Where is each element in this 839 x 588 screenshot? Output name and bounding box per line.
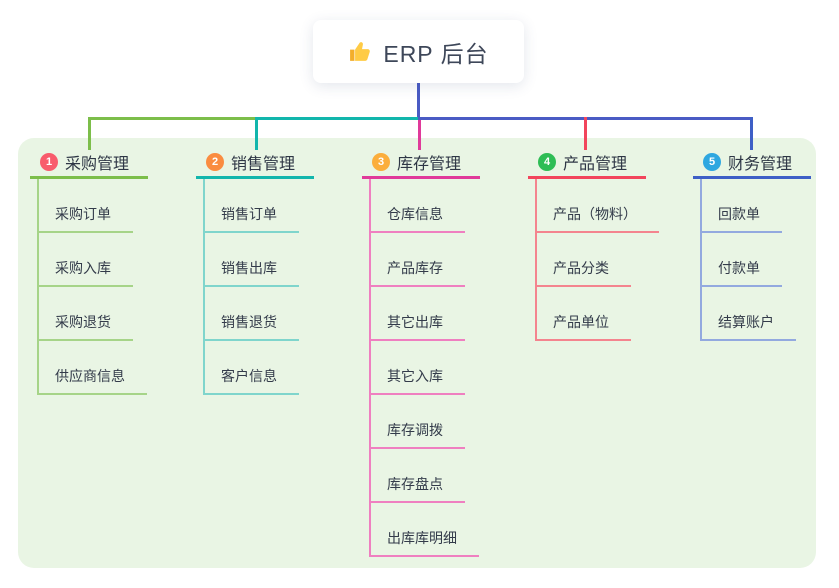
branch-header-5[interactable]: 5 财务管理 xyxy=(693,148,811,179)
branch-item[interactable]: 产品库存 xyxy=(369,233,465,287)
branch-item[interactable]: 销售出库 xyxy=(203,233,299,287)
branch-header-4[interactable]: 4 产品管理 xyxy=(528,148,646,179)
branch-item[interactable]: 产品（物料） xyxy=(535,179,659,233)
branches-panel xyxy=(18,138,816,568)
branch-header-1[interactable]: 1 采购管理 xyxy=(30,148,148,179)
branch-item[interactable]: 供应商信息 xyxy=(37,341,147,395)
branch-item[interactable]: 采购入库 xyxy=(37,233,133,287)
branch-column-line xyxy=(535,179,537,341)
branch-label: 销售管理 xyxy=(231,156,296,173)
branch-item[interactable]: 销售退货 xyxy=(203,287,299,341)
branch-column-1: 采购订单采购入库采购退货供应商信息 xyxy=(37,179,147,395)
root-title: ERP 后台 xyxy=(383,40,489,67)
branch-item[interactable]: 仓库信息 xyxy=(369,179,465,233)
branch-label: 采购管理 xyxy=(65,156,130,173)
branch-number-badge: 2 xyxy=(206,153,224,171)
branch-item[interactable]: 客户信息 xyxy=(203,341,299,395)
branch-number-badge: 1 xyxy=(40,153,58,171)
branch-column-2: 销售订单销售出库销售退货客户信息 xyxy=(203,179,299,395)
branch-header-2[interactable]: 2 销售管理 xyxy=(196,148,314,179)
branch-header-3[interactable]: 3 库存管理 xyxy=(362,148,480,179)
branch-number-badge: 4 xyxy=(538,153,556,171)
branch-column-line xyxy=(700,179,702,341)
branch-label: 产品管理 xyxy=(563,156,628,173)
branch-column-line xyxy=(369,179,371,557)
connector-spine-segment xyxy=(88,117,256,120)
branch-item[interactable]: 回款单 xyxy=(700,179,782,233)
connector-branch-drop xyxy=(750,117,753,150)
connector-branch-drop xyxy=(584,117,587,150)
branch-item[interactable]: 产品单位 xyxy=(535,287,631,341)
connector-branch-drop xyxy=(255,117,258,150)
connector-branch-drop xyxy=(88,117,91,150)
connector-spine-segment xyxy=(255,117,419,120)
branch-item[interactable]: 采购订单 xyxy=(37,179,133,233)
branch-column-line xyxy=(203,179,205,395)
branch-item[interactable]: 产品分类 xyxy=(535,233,631,287)
root-connector-drop xyxy=(417,83,420,118)
thumbs-up-icon xyxy=(350,42,371,61)
branch-item[interactable]: 库存盘点 xyxy=(369,449,465,503)
branch-number-badge: 3 xyxy=(372,153,390,171)
branch-column-4: 产品（物料）产品分类产品单位 xyxy=(535,179,659,341)
branch-item[interactable]: 结算账户 xyxy=(700,287,796,341)
branch-item[interactable]: 其它入库 xyxy=(369,341,465,395)
branch-item[interactable]: 销售订单 xyxy=(203,179,299,233)
branch-label: 财务管理 xyxy=(728,156,793,173)
branch-item[interactable]: 出库库明细 xyxy=(369,503,479,557)
branch-label: 库存管理 xyxy=(397,156,462,173)
root-node[interactable]: ERP 后台 xyxy=(313,20,524,83)
branch-number-badge: 5 xyxy=(703,153,721,171)
branch-item[interactable]: 库存调拨 xyxy=(369,395,465,449)
branch-column-5: 回款单付款单结算账户 xyxy=(700,179,796,341)
branch-item[interactable]: 采购退货 xyxy=(37,287,133,341)
branch-item[interactable]: 付款单 xyxy=(700,233,782,287)
branch-item[interactable]: 其它出库 xyxy=(369,287,465,341)
connector-branch-drop xyxy=(418,120,421,150)
branch-column-3: 仓库信息产品库存其它出库其它入库库存调拨库存盘点出库库明细 xyxy=(369,179,479,557)
branch-column-line xyxy=(37,179,39,395)
